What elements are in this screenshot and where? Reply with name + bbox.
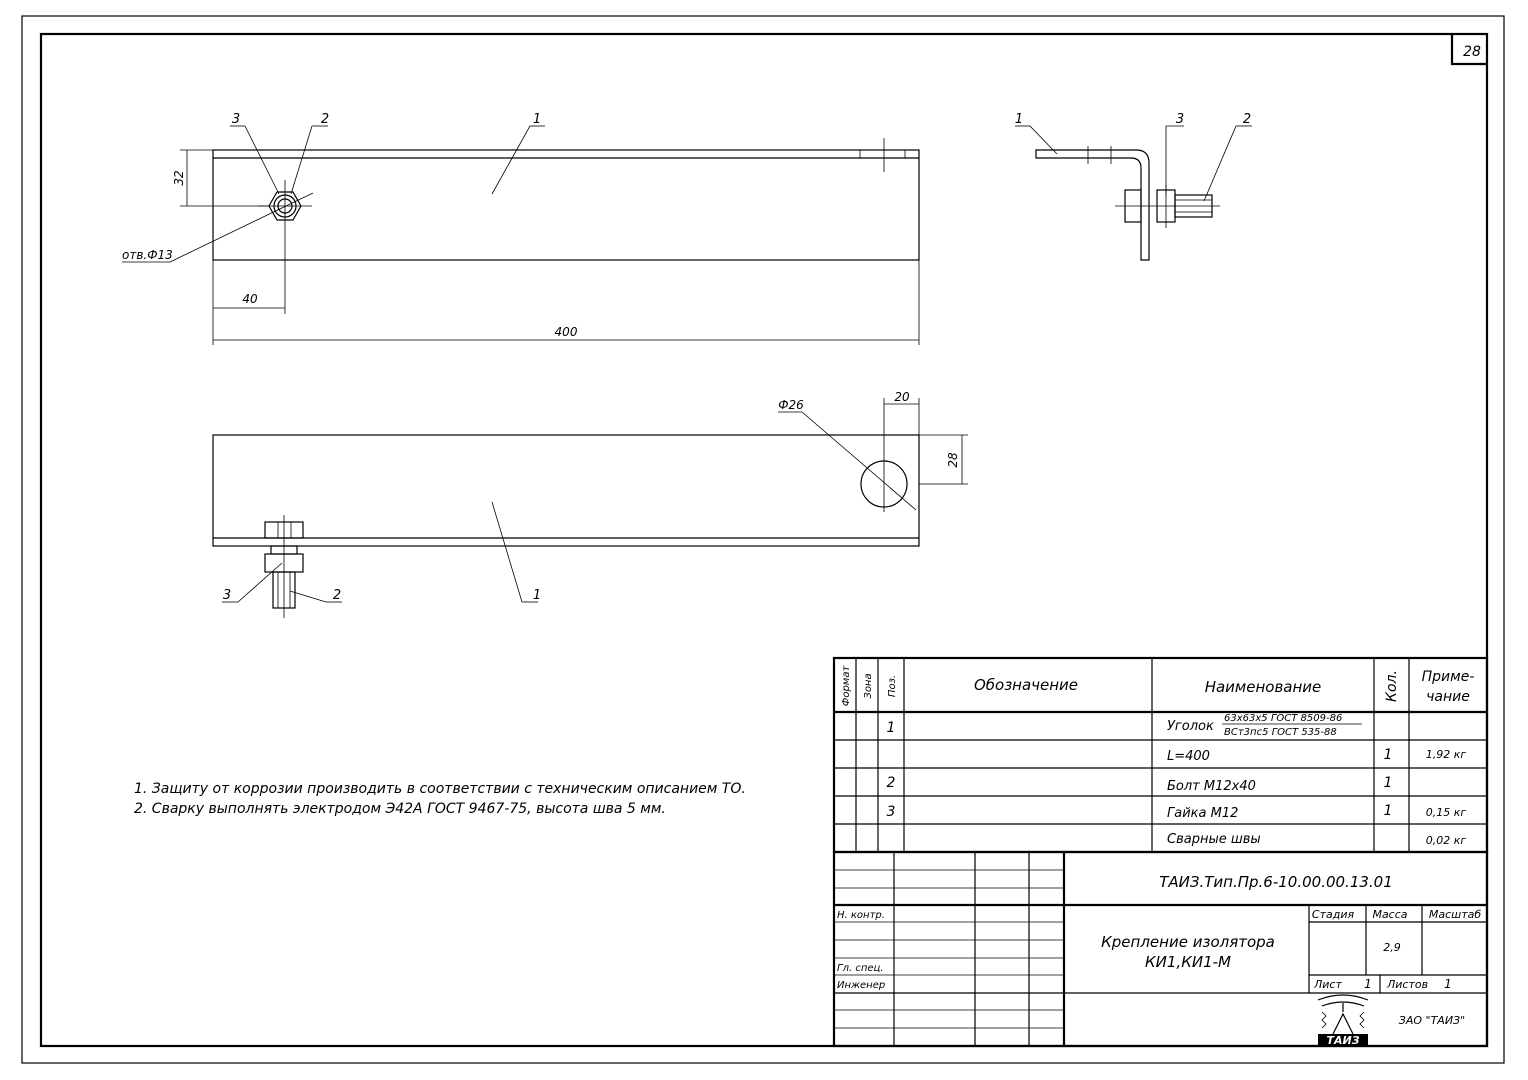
side-view: 1 3 2 bbox=[1015, 112, 1252, 261]
nut-hex-symbol bbox=[258, 180, 312, 230]
header-designation: Обозначение bbox=[974, 676, 1078, 694]
role-n-kontr: Н. контр. bbox=[837, 910, 885, 921]
sheets-value: 1 bbox=[1444, 977, 1452, 991]
title-block: ТАИЗ.Тип.Пр.6-10.00.00.13.01 Крепление и… bbox=[832, 850, 1489, 1048]
row-4-note: 0,15 кг bbox=[1426, 806, 1467, 819]
row-2-name: L=400 bbox=[1167, 749, 1210, 764]
top-leader-3: 3 bbox=[232, 112, 240, 127]
technical-notes: 1. Защиту от коррозии производить в соот… bbox=[134, 781, 746, 817]
header-qty: Кол. bbox=[1384, 670, 1400, 702]
header-format: Формат bbox=[841, 665, 852, 707]
row-3-qty: 1 bbox=[1384, 775, 1393, 791]
dim-20-label: 20 bbox=[894, 390, 910, 404]
top-view: 32 40 400 отв.Ф13 3 2 1 bbox=[122, 112, 920, 345]
bolt-assembly bbox=[264, 515, 304, 618]
front-leader-1: 1 bbox=[533, 588, 541, 603]
doc-code: ТАИЗ.Тип.Пр.6-10.00.00.13.01 bbox=[1159, 873, 1393, 891]
company-name: ЗАО "ТАИЗ" bbox=[1399, 1014, 1465, 1027]
dia-26-label: Ф26 bbox=[778, 398, 804, 412]
mass-value: 2,9 bbox=[1383, 941, 1401, 954]
front-leader-3: 3 bbox=[223, 588, 231, 603]
dim-32-label: 32 bbox=[172, 170, 186, 185]
title-line-2: КИ1,КИ1-М bbox=[1145, 953, 1231, 971]
dim-40-label: 40 bbox=[242, 292, 258, 306]
row-1-frac-top: 63х63х5 ГОСТ 8509-86 bbox=[1224, 713, 1342, 724]
logo-text: ТАИЗ bbox=[1326, 1034, 1359, 1047]
note-1: 1. Защиту от коррозии производить в соот… bbox=[134, 781, 746, 797]
dim-400-label: 400 bbox=[555, 325, 578, 339]
row-2-note: 1,92 кг bbox=[1426, 748, 1467, 761]
sheet-value: 1 bbox=[1364, 977, 1372, 991]
row-1-name: Уголок bbox=[1167, 719, 1214, 734]
row-5-name: Сварные швы bbox=[1167, 832, 1261, 847]
header-note-1: Приме- bbox=[1422, 669, 1475, 685]
dim-28-label: 28 bbox=[946, 452, 960, 468]
mass-label: Масса bbox=[1372, 908, 1407, 921]
spec-table: Формат Зона Поз. Обозначение Наименовани… bbox=[832, 656, 1489, 854]
top-leader-1: 1 bbox=[533, 112, 541, 127]
role-gl-spec: Гл. спец. bbox=[837, 963, 884, 974]
front-leader-2: 2 bbox=[333, 588, 341, 603]
row-4-qty: 1 bbox=[1384, 803, 1393, 819]
header-name: Наименование bbox=[1205, 678, 1322, 696]
side-leader-1: 1 bbox=[1015, 112, 1023, 127]
header-zone: Зона bbox=[863, 673, 874, 698]
role-engineer: Инженер bbox=[837, 980, 885, 991]
inner-frame bbox=[39, 32, 1489, 1048]
row-4-pos: 3 bbox=[887, 804, 896, 820]
row-2-qty: 1 bbox=[1384, 747, 1393, 763]
title-line-1: Крепление изолятора bbox=[1101, 933, 1275, 951]
scale-label: Масштаб bbox=[1429, 908, 1481, 921]
taiz-logo: ТАИЗ bbox=[1317, 994, 1369, 1047]
header-note-2: чание bbox=[1426, 689, 1470, 705]
sheets-label: Листов bbox=[1386, 978, 1428, 991]
row-3-name: Болт М12х40 bbox=[1167, 779, 1256, 794]
page-number-box: 28 bbox=[1450, 34, 1487, 66]
row-4-name: Гайка М12 bbox=[1167, 806, 1238, 821]
row-3-pos: 2 bbox=[887, 775, 896, 791]
front-view: 20 28 Ф26 3 2 1 bbox=[212, 390, 968, 618]
outer-frame bbox=[21, 15, 1505, 1064]
stage-label: Стадия bbox=[1312, 908, 1355, 921]
hole-label: отв.Ф13 bbox=[122, 248, 173, 262]
sheet-label: Лист bbox=[1313, 978, 1342, 991]
header-pos: Поз. bbox=[887, 675, 898, 697]
top-leader-2: 2 bbox=[321, 112, 329, 127]
row-1-pos: 1 bbox=[887, 720, 896, 736]
row-1-frac-bottom: ВСт3пс5 ГОСТ 535-88 bbox=[1224, 727, 1337, 738]
page-number: 28 bbox=[1463, 44, 1481, 60]
side-leader-2: 2 bbox=[1243, 112, 1251, 127]
row-5-note: 0,02 кг bbox=[1426, 834, 1467, 847]
note-2: 2. Сварку выполнять электродом Э42А ГОСТ… bbox=[134, 801, 666, 817]
side-leader-3: 3 bbox=[1176, 112, 1184, 127]
